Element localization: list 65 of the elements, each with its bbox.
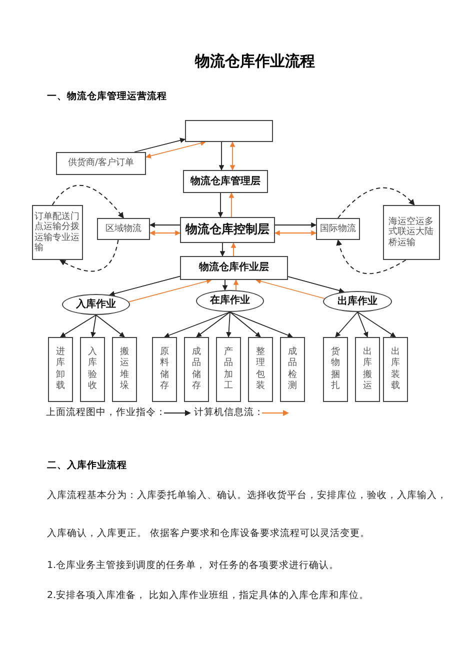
process-box: 入库验收 — [80, 337, 105, 402]
arrow — [233, 279, 239, 291]
arrow — [256, 278, 325, 299]
paragraph: 2.安排各项入库准备， 比如入库作业班组，指定具体的入库仓库和库位。 — [47, 589, 370, 602]
list-box: 海运空运多式联运大陆桥运输 — [383, 205, 440, 260]
process-ellipse: 在库作业 — [196, 290, 264, 312]
arrow — [164, 312, 230, 338]
process-box: 货物捆扎 — [323, 337, 348, 402]
arrow — [218, 142, 224, 171]
arrow — [149, 230, 181, 236]
arrow — [145, 140, 206, 159]
process-box: 出库搬运 — [355, 337, 380, 402]
arrow — [228, 192, 234, 218]
legend-text: 计算机信息流： — [194, 406, 264, 419]
arrow — [96, 314, 125, 338]
process-box: 区域物流 — [97, 218, 150, 240]
arrow — [230, 312, 261, 338]
process-box: 原料储存 — [152, 337, 177, 402]
arrow — [288, 276, 345, 294]
process-box: 物流仓库控制层 — [180, 217, 275, 243]
process-ellipse: 入库作业 — [62, 294, 130, 315]
process-box: 整理包装 — [248, 337, 273, 402]
arrow — [274, 222, 317, 228]
arrow — [220, 242, 226, 257]
empty-box — [185, 120, 273, 142]
process-ellipse: 出库作业 — [323, 291, 392, 312]
process-box: 搬运堆垛 — [112, 337, 137, 402]
paragraph: 入库流程基本分为：入库委托单输入、确认。选择收货平台，安排库位，验收，入库输入， — [47, 489, 447, 502]
dashed-arrow — [336, 239, 406, 274]
arrow — [230, 312, 293, 338]
dashed-arrow — [52, 184, 124, 218]
title: 物流仓库作业流程 — [194, 52, 316, 71]
process-box: 进库卸载 — [48, 337, 73, 402]
process-box: 国际物流 — [316, 218, 360, 240]
process-box: 供货商/客户订单 — [56, 152, 146, 175]
arrow — [222, 280, 228, 291]
arrow — [149, 222, 180, 228]
arrow — [90, 314, 96, 338]
process-box: 物流仓库作业层 — [180, 256, 288, 280]
arrow — [230, 141, 236, 171]
arrow — [357, 312, 396, 338]
dashed-arrow — [338, 187, 415, 218]
arrow — [226, 312, 232, 338]
process-box: 物流仓库管理层 — [183, 170, 268, 193]
process-box: 成品检测 — [280, 337, 305, 402]
arrow — [335, 312, 358, 338]
process-box: 成品储存 — [184, 337, 209, 402]
arrow — [109, 276, 180, 296]
arrow — [60, 314, 96, 338]
dashed-arrow — [60, 240, 119, 272]
heading: 一、物流仓库管理运营流程 — [47, 90, 167, 103]
arrow — [196, 312, 230, 338]
legend-text: 上面流程图中，作业指令： — [46, 406, 166, 419]
process-box: 出库装载 — [383, 337, 408, 402]
arrow — [134, 138, 186, 152]
paragraph: 1.仓库业务主管接到调度的任务单， 对任务的各项要求进行确认。 — [47, 559, 340, 572]
arrow — [218, 192, 224, 218]
arrow — [274, 230, 317, 236]
list-box: 订单配送门点运输分拨运输专业运输 — [32, 205, 83, 260]
process-box: 产品加工 — [216, 337, 241, 402]
arrow — [357, 312, 368, 338]
heading: 二、入库作业流程 — [47, 459, 127, 472]
arrow — [230, 242, 236, 256]
paragraph: 入库确认，入库更正。 依据客户要求和仓库设备要求流程可以灵活变更。 — [47, 527, 370, 540]
arrow — [128, 278, 212, 302]
